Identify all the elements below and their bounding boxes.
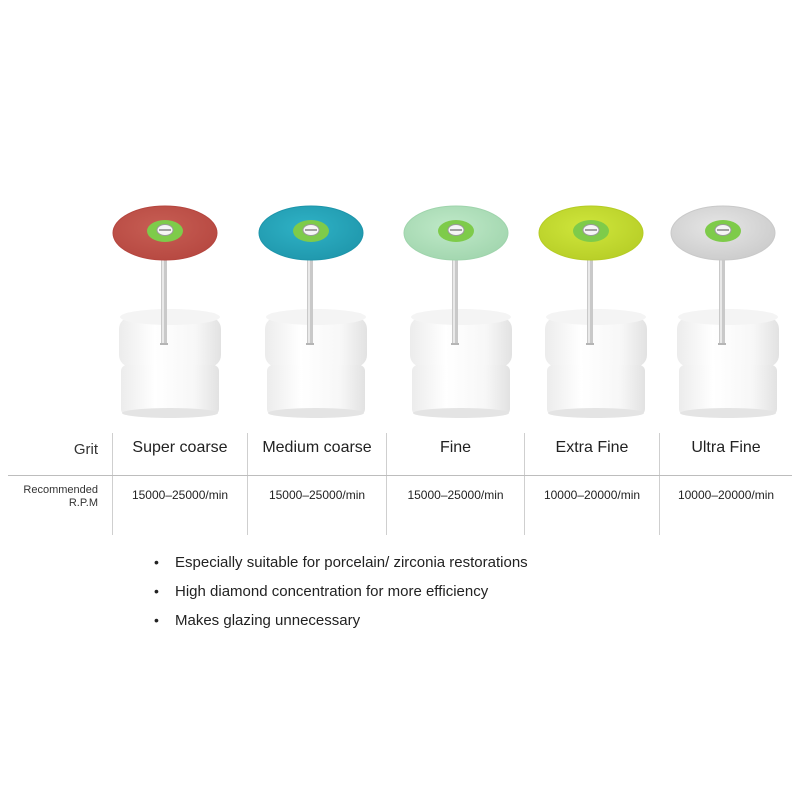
feature-text: Especially suitable for porcelain/ zirco… bbox=[175, 554, 528, 571]
polishing-disc-icon bbox=[670, 205, 779, 418]
rpm-row-label: Recommended R.P.M bbox=[8, 484, 98, 510]
product-medium-coarse-image bbox=[255, 205, 375, 420]
column-divider bbox=[247, 433, 248, 535]
rpm-medium-coarse: 15000–25000/min bbox=[268, 488, 366, 502]
column-divider bbox=[659, 433, 660, 535]
bullet-icon: • bbox=[154, 612, 159, 628]
product-fine-image bbox=[400, 205, 520, 420]
column-divider bbox=[386, 433, 387, 535]
spec-table: Grit Recommended R.P.M Super coarse Medi… bbox=[0, 425, 800, 535]
rpm-label-line2: R.P.M bbox=[68, 497, 98, 509]
product-ultra-fine-image bbox=[667, 205, 787, 420]
grit-medium-coarse: Medium coarse bbox=[262, 439, 372, 456]
rpm-label-line1: Recommended bbox=[23, 484, 98, 496]
bullet-icon: • bbox=[154, 554, 159, 570]
column-divider bbox=[112, 433, 113, 535]
bullet-icon: • bbox=[154, 583, 159, 599]
grit-ultra-fine: Ultra Fine bbox=[691, 439, 761, 456]
polishing-disc-icon bbox=[403, 205, 512, 418]
feature-item: • Especially suitable for porcelain/ zirc… bbox=[152, 548, 528, 577]
column-divider bbox=[524, 433, 525, 535]
grit-extra-fine: Extra Fine bbox=[555, 439, 629, 456]
feature-text: High diamond concentration for more effi… bbox=[175, 583, 489, 600]
polishing-disc-icon bbox=[538, 205, 647, 418]
polishing-disc-icon bbox=[112, 205, 221, 418]
rpm-super-coarse: 15000–25000/min bbox=[131, 488, 229, 502]
grit-row-label: Grit bbox=[73, 441, 98, 458]
product-super-coarse-image bbox=[109, 205, 229, 420]
feature-item: • Makes glazing unnecessary bbox=[152, 606, 528, 635]
row-divider bbox=[8, 475, 792, 476]
rpm-ultra-fine: 10000–20000/min bbox=[677, 488, 775, 502]
rpm-extra-fine: 10000–20000/min bbox=[543, 488, 641, 502]
rpm-fine: 15000–25000/min bbox=[407, 488, 504, 502]
feature-list: • Especially suitable for porcelain/ zirc… bbox=[152, 548, 528, 635]
feature-item: • High diamond concentration for more eff… bbox=[152, 577, 528, 606]
polishing-disc-icon bbox=[258, 205, 367, 418]
grit-super-coarse: Super coarse bbox=[132, 439, 228, 456]
feature-text: Makes glazing unnecessary bbox=[175, 612, 361, 629]
product-extra-fine-image bbox=[535, 205, 655, 420]
grit-fine: Fine bbox=[439, 439, 472, 456]
product-images bbox=[0, 205, 800, 420]
